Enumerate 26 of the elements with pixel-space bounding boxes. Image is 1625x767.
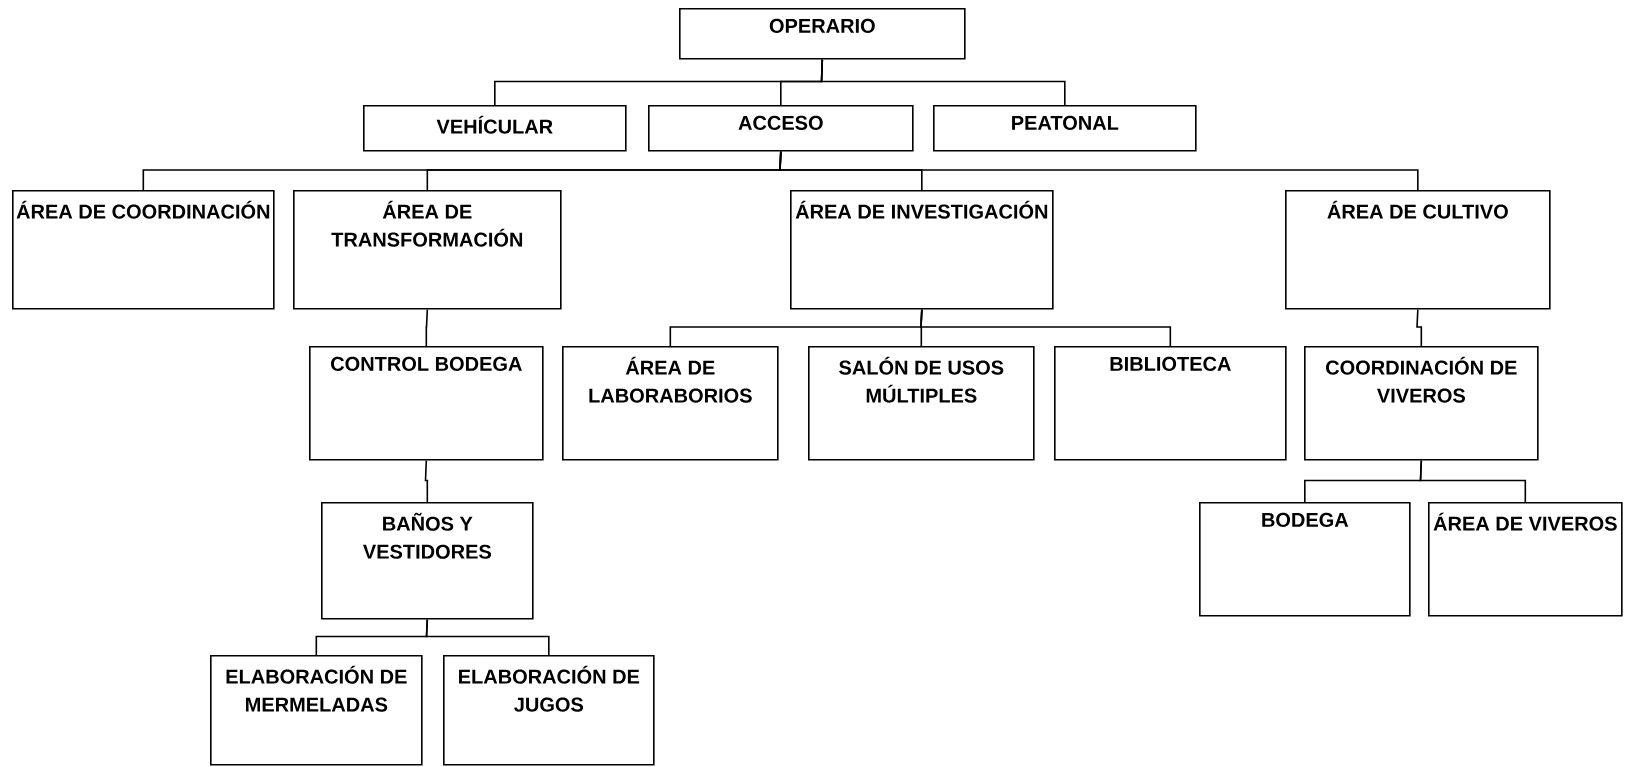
box: ACCESO bbox=[648, 105, 914, 152]
box: ELABORACIÓN DE JUGOS bbox=[443, 655, 655, 766]
box: ÁREA DE VIVEROS bbox=[1428, 502, 1623, 617]
connector-line bbox=[1416, 308, 1423, 347]
box: PEATONAL bbox=[933, 105, 1197, 152]
box: COORDINACIÓN DE VIVEROS bbox=[1304, 346, 1539, 461]
box: BODEGA bbox=[1199, 502, 1411, 617]
box: ÁREA DE INVESTIGACIÓN bbox=[790, 190, 1054, 310]
connector-line bbox=[425, 308, 429, 347]
connector-line bbox=[920, 308, 1172, 347]
connector-line bbox=[425, 618, 550, 656]
connector-line bbox=[820, 58, 1066, 106]
box: VEHÍCULAR bbox=[363, 105, 627, 152]
box: SALÓN DE USOS MÚLTIPLES bbox=[808, 346, 1035, 461]
box: OPERARIO bbox=[679, 8, 966, 60]
box: ÁREA DE LABORABORIOS bbox=[562, 346, 779, 461]
box: ÁREA DE TRANSFORMACIÓN bbox=[293, 190, 562, 310]
connector-line bbox=[424, 459, 429, 503]
connector-line bbox=[779, 150, 1419, 191]
connector-line bbox=[1419, 459, 1527, 503]
box: ELABORACIÓN DE MERMELADAS bbox=[210, 655, 423, 766]
box: BAÑOS Y VESTIDORES bbox=[321, 502, 534, 620]
box: CONTROL BODEGA bbox=[309, 346, 544, 461]
box: ÁREA DE COORDINACIÓN bbox=[12, 190, 275, 310]
box: ÁREA DE CULTIVO bbox=[1285, 190, 1551, 310]
box: BIBLIOTECA bbox=[1054, 346, 1287, 461]
